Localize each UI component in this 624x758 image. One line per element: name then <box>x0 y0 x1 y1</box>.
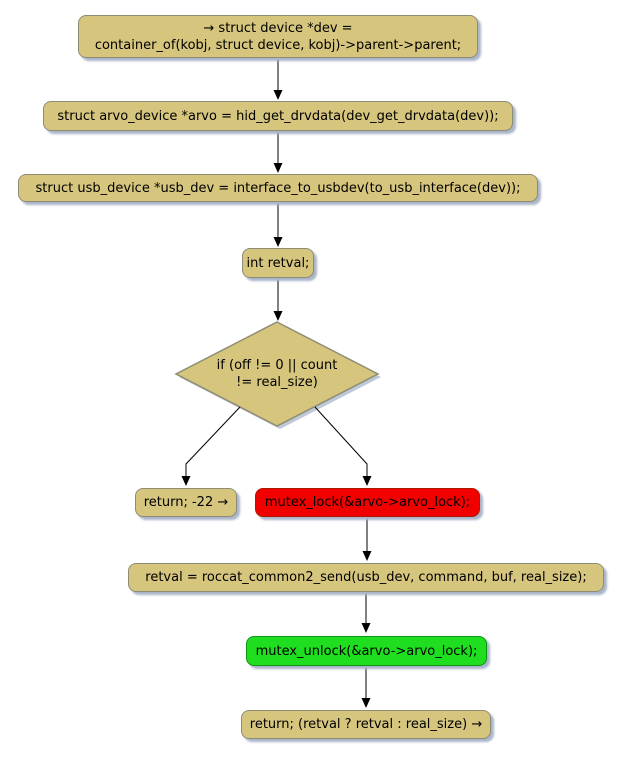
node-roccat-send: retval = roccat_common2_send(usb_dev, co… <box>128 563 604 592</box>
node-mutex-lock-label: mutex_lock(&arvo->arvo_lock); <box>264 495 471 510</box>
decision-condition-label: if (off != 0 || count != real_size) <box>216 358 338 390</box>
arrowhead <box>273 163 283 173</box>
node-entry-label: → struct device *dev = container_of(kobj… <box>94 20 462 53</box>
edge-condition-lock <box>314 406 368 477</box>
node-mutex-unlock-label: mutex_unlock(&arvo->arvo_lock); <box>255 643 478 659</box>
edge-condition-return <box>185 406 241 477</box>
node-int-retval: int retval; <box>242 248 314 278</box>
node-return-final-label: return; (retval ? retval : real_size) → <box>249 717 483 732</box>
node-arvo-device: struct arvo_device *arvo = hid_get_drvda… <box>43 101 513 131</box>
arrowhead <box>362 476 372 486</box>
node-mutex-unlock: mutex_unlock(&arvo->arvo_lock); <box>246 636 487 666</box>
decision-diamond <box>174 321 380 427</box>
node-arvo-device-label: struct arvo_device *arvo = hid_get_drvda… <box>57 108 499 124</box>
arrowhead <box>273 237 283 247</box>
node-roccat-send-label: retval = roccat_common2_send(usb_dev, co… <box>145 570 587 585</box>
node-usb-device-label: struct usb_device *usb_dev = interface_t… <box>35 180 521 196</box>
node-mutex-lock: mutex_lock(&arvo->arvo_lock); <box>255 488 480 517</box>
arrowhead <box>181 476 191 486</box>
node-return-einval: return; -22 → <box>135 488 237 517</box>
node-return-final: return; (retval ? retval : real_size) → <box>241 710 491 739</box>
node-entry: → struct device *dev = container_of(kobj… <box>78 15 478 58</box>
arrowhead <box>273 90 283 100</box>
decision-condition: if (off != 0 || count != real_size) <box>177 322 377 426</box>
arrowhead <box>361 623 371 633</box>
arrowhead <box>361 698 371 708</box>
node-int-retval-label: int retval; <box>246 255 310 271</box>
node-usb-device: struct usb_device *usb_dev = interface_t… <box>18 174 538 202</box>
arrowhead <box>362 551 372 561</box>
arrowhead <box>273 311 283 321</box>
node-return-einval-label: return; -22 → <box>143 495 229 510</box>
